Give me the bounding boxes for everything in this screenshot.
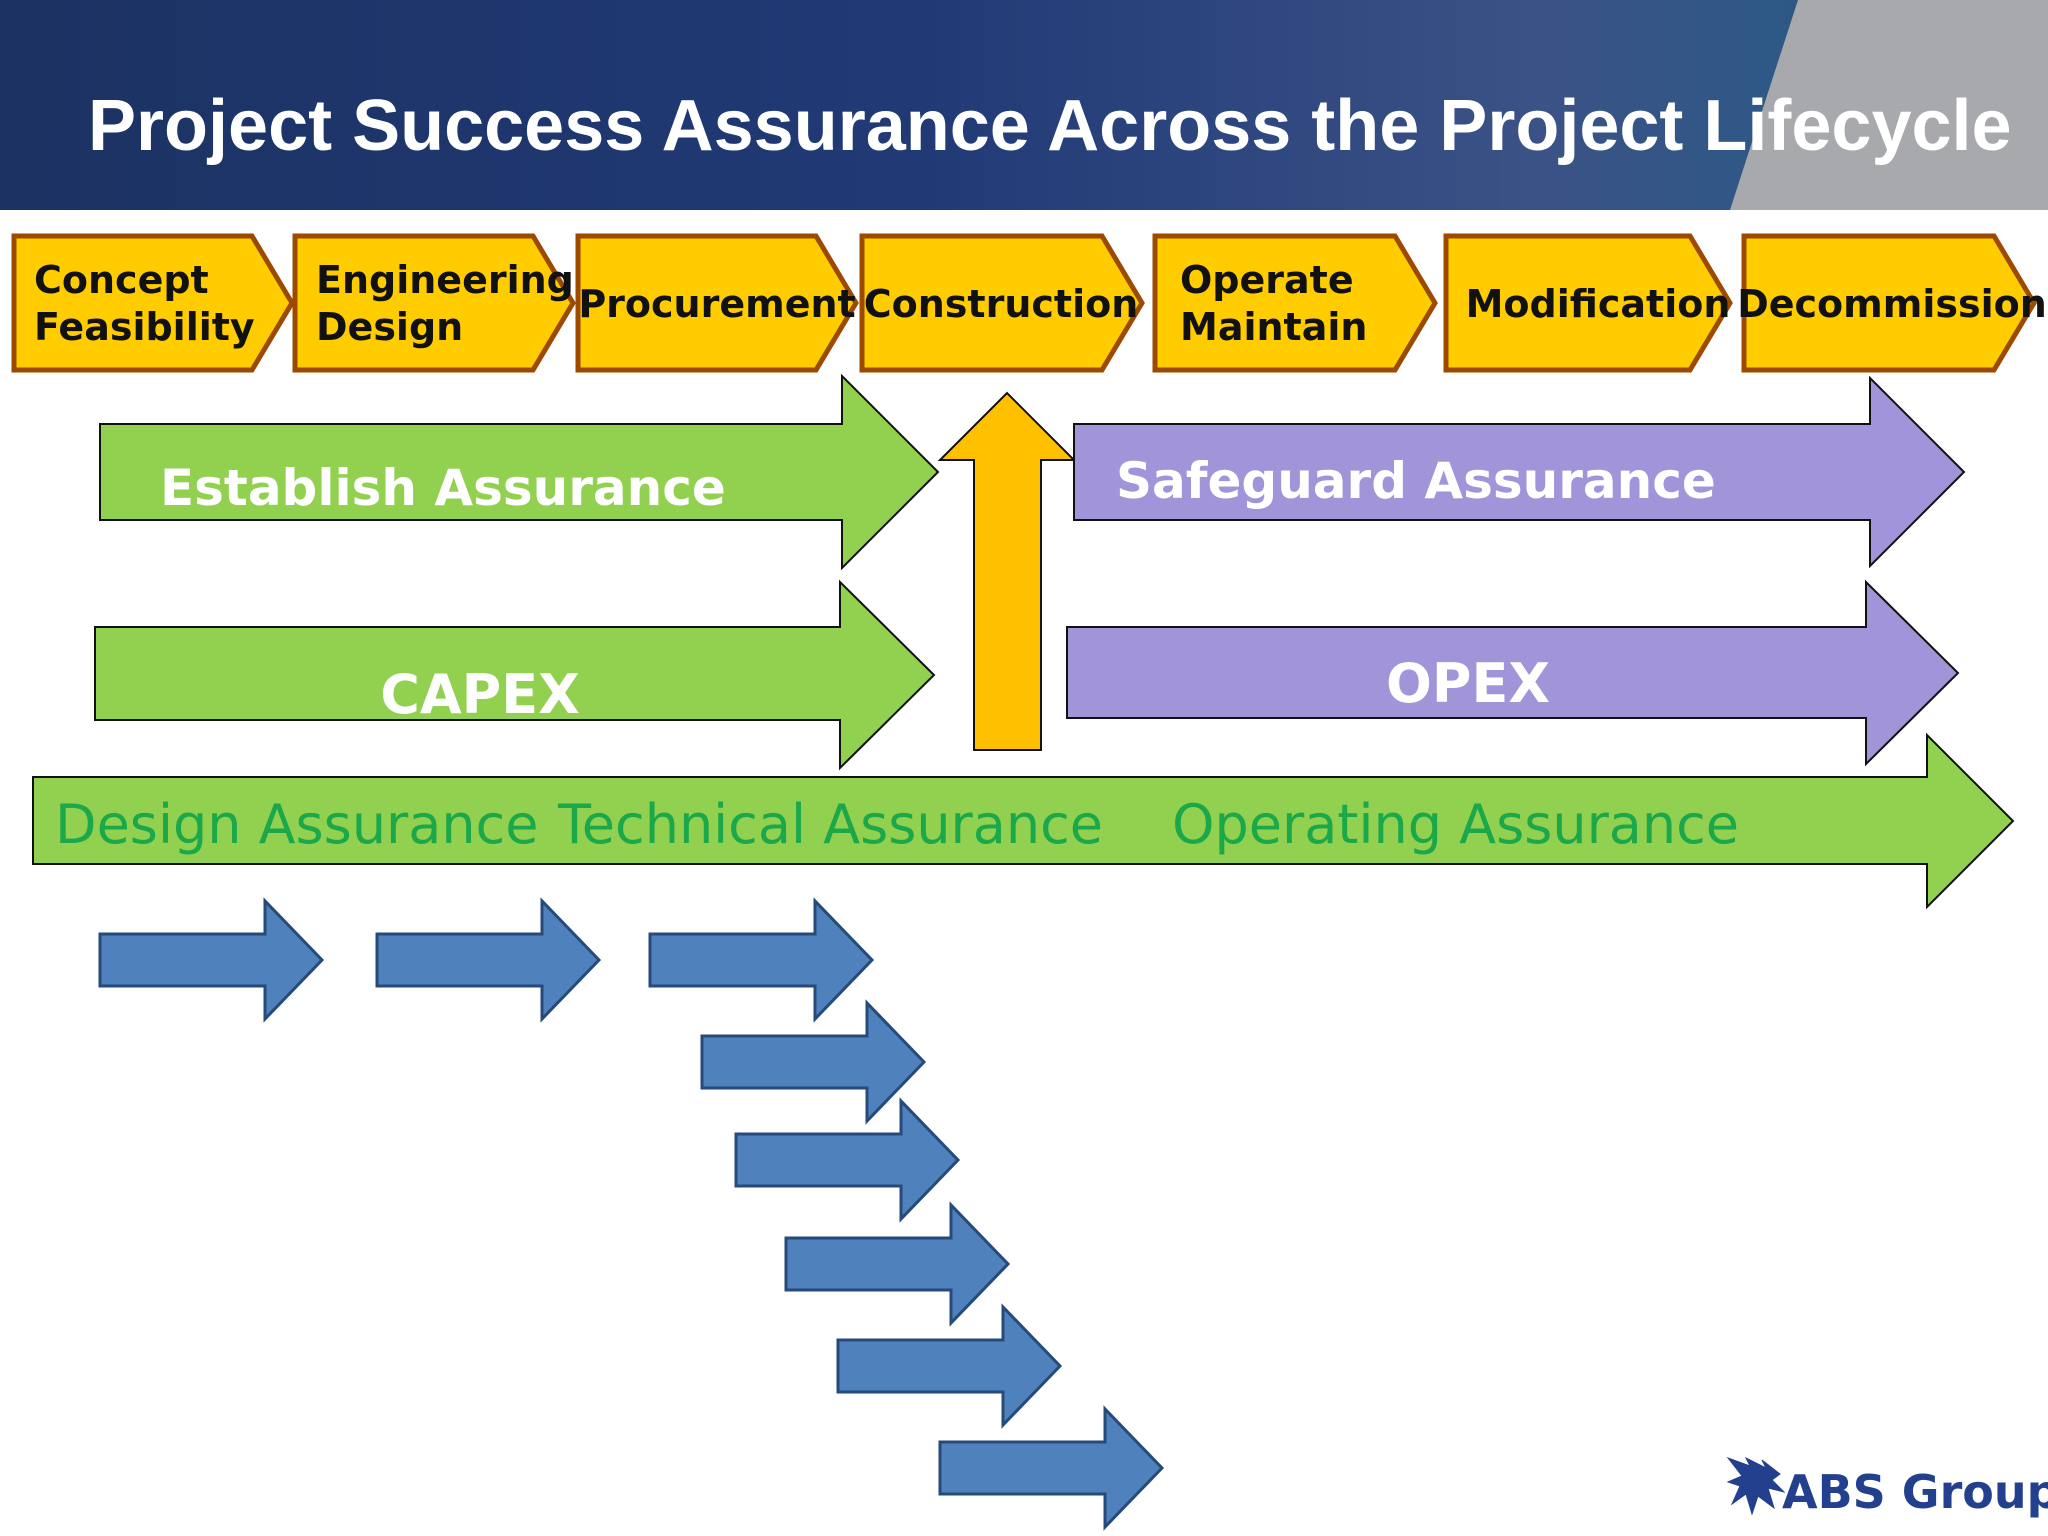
blue-step-arrow bbox=[784, 1201, 1011, 1327]
header-banner: Project Success Assurance Across the Pro… bbox=[0, 0, 2048, 210]
phase-label: Construction bbox=[864, 282, 1139, 326]
phase-label: Operate bbox=[1180, 258, 1354, 302]
phase-label: Engineering bbox=[316, 258, 574, 302]
blue-step-arrow bbox=[98, 897, 325, 1023]
opex-label: OPEX bbox=[1386, 652, 1550, 715]
opex-arrow bbox=[1066, 579, 1960, 767]
phase-chevron bbox=[11, 233, 295, 373]
eagle-icon bbox=[1726, 1456, 1786, 1516]
phase-chevron bbox=[1152, 233, 1438, 373]
safeguard-assurance-arrow bbox=[1073, 375, 1966, 569]
capex-arrow bbox=[94, 579, 936, 771]
operating-assurance-label: Operating Assurance bbox=[1172, 793, 1739, 856]
header-background bbox=[0, 0, 2048, 210]
blue-step-arrow bbox=[648, 897, 875, 1023]
blue-arrow-cascade bbox=[98, 897, 1165, 1531]
phase-label: Procurement bbox=[578, 282, 855, 326]
header-gray-accent bbox=[1730, 0, 2048, 210]
blue-step-arrow bbox=[836, 1303, 1063, 1429]
blue-step-arrow bbox=[700, 999, 927, 1125]
phase-label: Feasibility bbox=[34, 305, 255, 349]
phase-label: Decommission bbox=[1737, 282, 2047, 326]
safeguard-assurance-label: Safeguard Assurance bbox=[1116, 452, 1716, 510]
design-assurance-label: Design Assurance bbox=[55, 793, 538, 856]
establish-assurance-arrow bbox=[99, 373, 940, 571]
abs-group-logo: ABS Group bbox=[1726, 1456, 2048, 1519]
establish-assurance-label: Establish Assurance bbox=[160, 459, 726, 517]
phase-chevron bbox=[859, 233, 1145, 373]
handover-up-arrow bbox=[937, 391, 1077, 751]
logo-text: ABS Group bbox=[1782, 1465, 2048, 1519]
phase-label: Concept bbox=[34, 258, 209, 302]
assurance-bar-arrow bbox=[32, 732, 2015, 910]
technical-assurance-label: Technical Assurance bbox=[557, 793, 1103, 856]
phase-chevron bbox=[575, 233, 859, 373]
phase-label: Design bbox=[316, 305, 463, 349]
page-title: Project Success Assurance Across the Pro… bbox=[88, 86, 2012, 166]
blue-step-arrow bbox=[938, 1405, 1165, 1531]
phase-chevron bbox=[1741, 233, 2037, 373]
phase-label: Modification bbox=[1466, 282, 1731, 326]
phase-chevron bbox=[1443, 233, 1733, 373]
capex-label: CAPEX bbox=[380, 663, 580, 726]
blue-step-arrow bbox=[734, 1097, 961, 1223]
phase-chevron bbox=[292, 233, 576, 373]
phase-label: Maintain bbox=[1180, 305, 1367, 349]
blue-step-arrow bbox=[375, 897, 602, 1023]
